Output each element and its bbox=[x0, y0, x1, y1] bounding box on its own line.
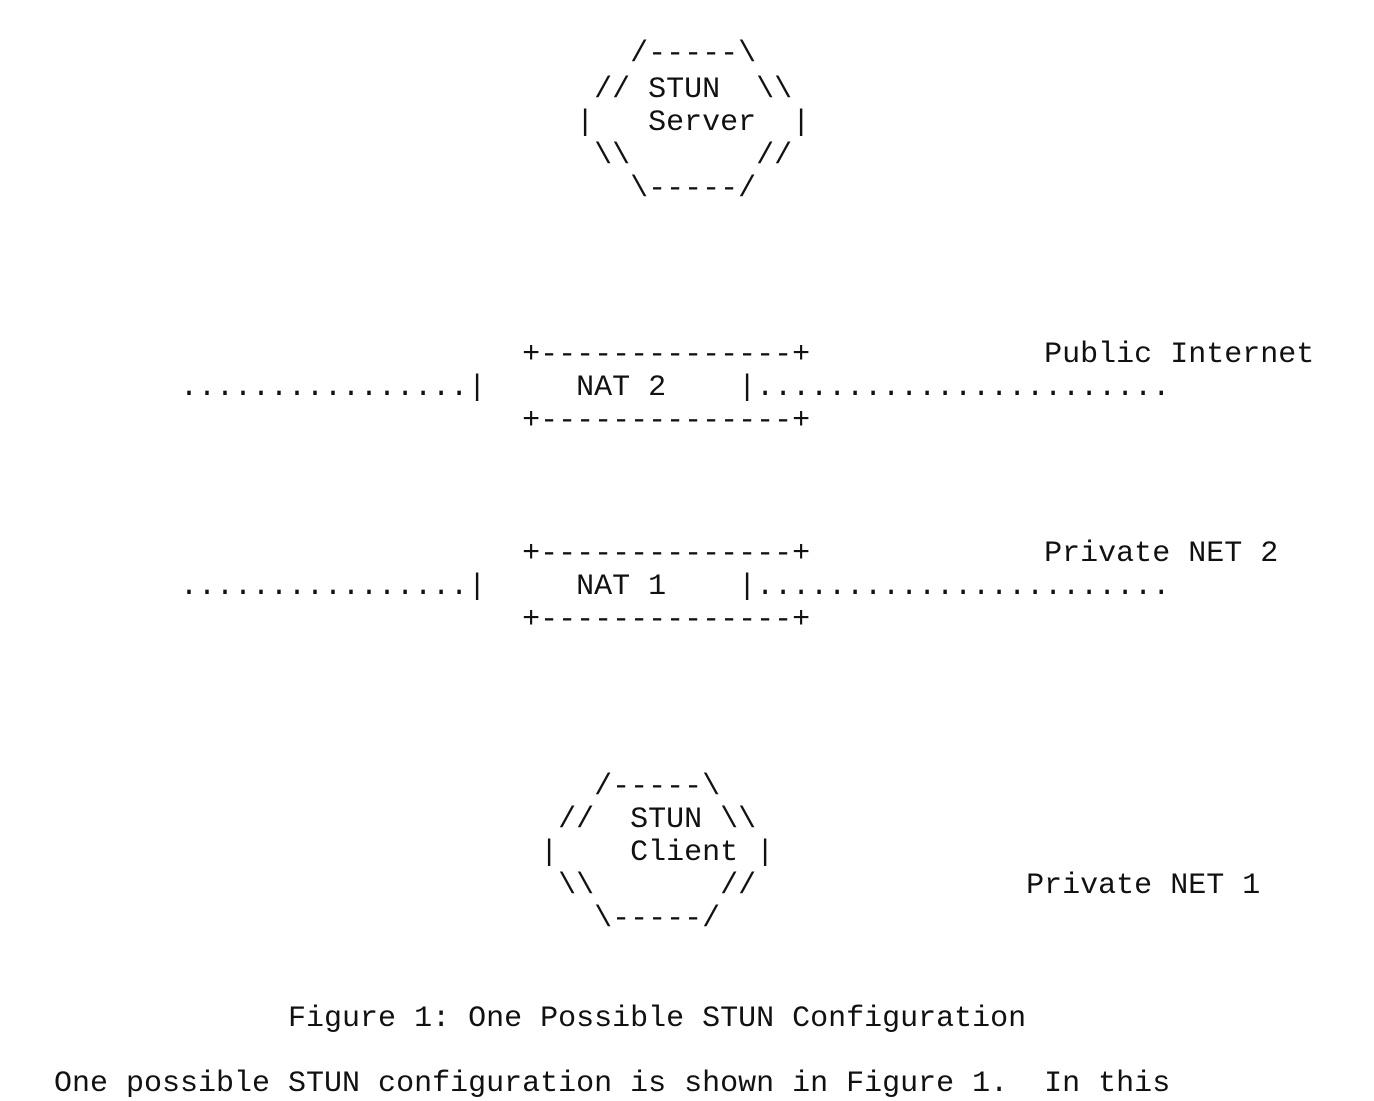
stun-client-line-3: | Client | bbox=[0, 836, 775, 870]
stun-server-line-2: // STUN \\ bbox=[0, 73, 793, 107]
stun-server-line-3: | Server | bbox=[0, 106, 811, 140]
nat-2-bottom-border: +--------------+ bbox=[0, 404, 811, 438]
nat-1-top-border: +--------------+ Private NET 2 bbox=[0, 537, 1279, 571]
stun-client-line-2: // STUN \\ bbox=[0, 803, 757, 837]
figure-caption: Figure 1: One Possible STUN Configuratio… bbox=[0, 1002, 1027, 1036]
stun-client-line-5: \-----/ bbox=[0, 902, 721, 936]
nat-1-line: ................| NAT 1 |...............… bbox=[0, 570, 1171, 604]
stun-client-line-1: /-----\ bbox=[0, 770, 721, 804]
stun-server-line-4: \\ // bbox=[0, 139, 793, 173]
nat-2-line: ................| NAT 2 |...............… bbox=[0, 371, 1171, 405]
stun-server-line-5: \-----/ bbox=[0, 172, 757, 206]
stun-server-line-1: /-----\ bbox=[0, 37, 757, 71]
nat-1-bottom-border: +--------------+ bbox=[0, 603, 811, 637]
stun-client-line-4: \\ // Private NET 1 bbox=[0, 869, 1261, 903]
body-text-line: One possible STUN configuration is shown… bbox=[0, 1067, 1171, 1101]
nat-2-top-border: +--------------+ Public Internet bbox=[0, 338, 1315, 372]
